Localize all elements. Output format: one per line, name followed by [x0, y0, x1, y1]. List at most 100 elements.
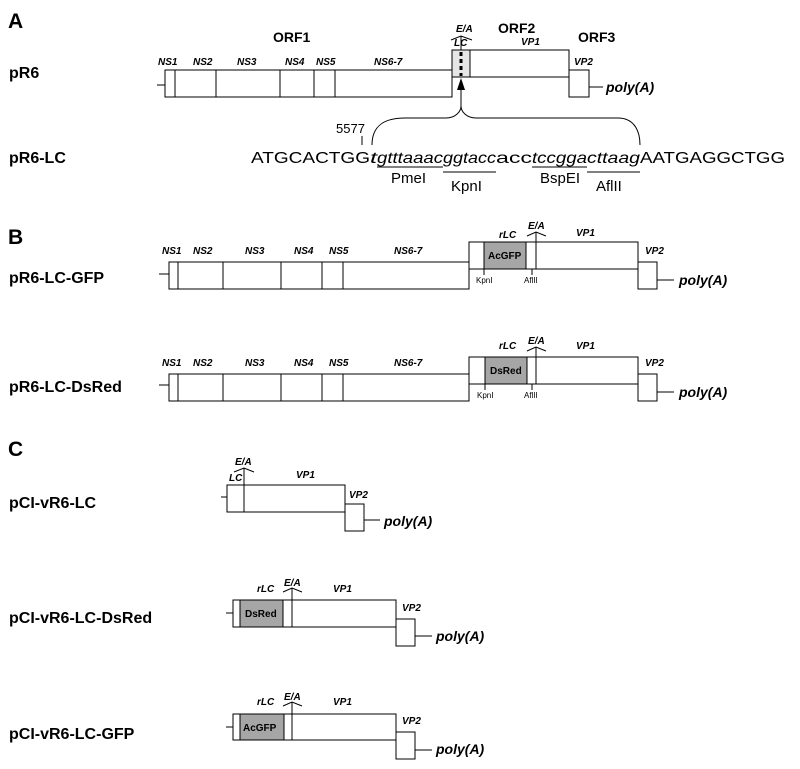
sequence-pmei-site: gtttaaac	[377, 150, 443, 167]
orf1-box	[164, 69, 453, 98]
construct-pci-vr6-lc: pCI-vR6-LC LC E/A VP1 VP2 poly(A)	[9, 457, 433, 532]
construct-pci-vr6-lc-gfp: pCI-vR6-LC-GFP AcGFP rLC E/A VP1 VP2 pol…	[9, 692, 485, 760]
segment-label-ns3: NS3	[237, 57, 257, 68]
acgfp-insert	[239, 713, 285, 741]
segment-label-vp1: VP1	[333, 584, 352, 595]
enzyme-label-bspei: BspEI	[540, 170, 580, 187]
segment-label-ea: E/A	[528, 336, 545, 347]
segment-label-ea: E/A	[284, 692, 301, 703]
segment-label-rlc: rLC	[257, 584, 275, 595]
sequence-kpni-site: ggtacc	[443, 150, 496, 167]
segment-label-ns5: NS5	[329, 246, 349, 257]
segment-label-rlc: rLC	[499, 341, 517, 352]
panel-label-a: A	[8, 10, 23, 33]
segment-label-vp1: VP1	[521, 37, 540, 48]
construct-pr6-lc-gfp: pR6-LC-GFP AcGFP NS1 NS2 NS3 NS4 NS5 NS6…	[9, 221, 728, 290]
segment-label-vp1: VP1	[333, 697, 352, 708]
vp2-box	[637, 261, 658, 290]
segment-label-ns4: NS4	[294, 246, 314, 257]
vp2-box	[568, 69, 590, 98]
construct-pci-vr6-lc-dsred: pCI-vR6-LC-DsRed DsRed rLC E/A VP1 VP2 p…	[9, 578, 485, 647]
segment-label-vp2: VP2	[402, 716, 421, 727]
segment-label-ns67: NS6-7	[394, 358, 423, 369]
orf1-box	[168, 261, 470, 290]
enzyme-label-pmei: PmeI	[391, 170, 426, 187]
segment-label-ea: E/A	[284, 578, 301, 589]
segment-label-rlc: rLC	[257, 697, 275, 708]
construct-name: pR6-LC	[9, 150, 66, 167]
vp2-box	[637, 373, 658, 402]
segment-label-ns1: NS1	[162, 358, 182, 369]
segment-label-ea: E/A	[235, 457, 252, 468]
segment-label-vp2: VP2	[574, 57, 593, 68]
site-label-kpni: KpnI	[477, 391, 493, 400]
sequence-aflii-site: cttaag	[587, 150, 640, 167]
sequence-spacer: acc	[496, 150, 532, 167]
panel-label-c: C	[8, 438, 23, 461]
segment-label-rlc: rLC	[499, 230, 517, 241]
insert-label: DsRed	[245, 609, 277, 620]
construct-name: pCI-vR6-LC-GFP	[9, 726, 135, 743]
orf2-box	[226, 484, 346, 513]
poly-a-label: poly(A)	[435, 741, 485, 757]
construct-pr6-lc-dsred: pR6-LC-DsRed DsRed NS1 NS2 NS3 NS4 NS5 N…	[9, 336, 728, 402]
construct-name: pCI-vR6-LC	[9, 495, 97, 512]
dsred-insert	[484, 356, 528, 385]
construct-name: pR6	[9, 65, 39, 82]
segment-label-ea: E/A	[528, 221, 545, 232]
segment-label-ns1: NS1	[158, 57, 178, 68]
site-label-aflii: AflII	[524, 276, 538, 285]
enzyme-label-aflii: AflII	[596, 178, 622, 195]
construct-name: pR6-LC-GFP	[9, 270, 104, 287]
segment-label-ns5: NS5	[329, 358, 349, 369]
poly-a-label: poly(A)	[605, 79, 655, 95]
vp1-box	[469, 49, 570, 78]
segment-label-ns67: NS6-7	[374, 57, 403, 68]
segment-label-vp1: VP1	[576, 228, 595, 239]
segment-label-vp1: VP1	[576, 341, 595, 352]
sequence-upstream: ATGCACTGG	[251, 150, 370, 167]
segment-label-ns2: NS2	[193, 246, 213, 257]
segment-label-ns4: NS4	[294, 358, 314, 369]
site-label-aflii: AflII	[524, 391, 538, 400]
segment-label-ns2: NS2	[193, 358, 213, 369]
enzyme-label-kpni: KpnI	[451, 178, 482, 195]
insert-label: DsRed	[490, 366, 522, 377]
segment-label-lc: LC	[229, 473, 243, 484]
orf1-box	[168, 373, 470, 402]
segment-label-ns5: NS5	[316, 57, 336, 68]
orf3-label: ORF3	[578, 29, 616, 45]
sequence-downstream: AATGAGGCTGG	[640, 150, 785, 167]
segment-label-ns1: NS1	[162, 246, 182, 257]
segment-label-vp2: VP2	[402, 603, 421, 614]
poly-a-label: poly(A)	[678, 384, 728, 400]
segment-label-ns2: NS2	[193, 57, 213, 68]
acgfp-insert	[483, 241, 527, 270]
construct-name: pCI-vR6-LC-DsRed	[9, 610, 152, 627]
orf1-label: ORF1	[273, 29, 311, 45]
poly-a-label: poly(A)	[383, 513, 433, 529]
insertion-arrow-icon	[457, 78, 465, 90]
sequence-bspei-site: tccgga	[532, 150, 587, 167]
orf2-label: ORF2	[498, 20, 536, 36]
panel-label-b: B	[8, 226, 23, 249]
segment-label-ns3: NS3	[245, 246, 265, 257]
poly-a-label: poly(A)	[435, 628, 485, 644]
vp2-box	[344, 503, 365, 532]
insert-label: AcGFP	[243, 723, 277, 734]
segment-label-ea: E/A	[456, 24, 473, 35]
segment-label-ns3: NS3	[245, 358, 265, 369]
segment-label-vp1: VP1	[296, 470, 315, 481]
sequence-bracket	[371, 105, 641, 146]
site-label-kpni: KpnI	[476, 276, 492, 285]
dsred-insert	[239, 599, 284, 628]
segment-label-ns67: NS6-7	[394, 246, 423, 257]
segment-label-vp2: VP2	[645, 246, 664, 257]
vp2-box	[395, 731, 416, 760]
insert-label: AcGFP	[488, 251, 522, 262]
sequence-t: t	[370, 150, 378, 167]
sequence-position: 5577	[336, 121, 365, 136]
vp2-box	[395, 618, 416, 647]
poly-a-label: poly(A)	[678, 272, 728, 288]
